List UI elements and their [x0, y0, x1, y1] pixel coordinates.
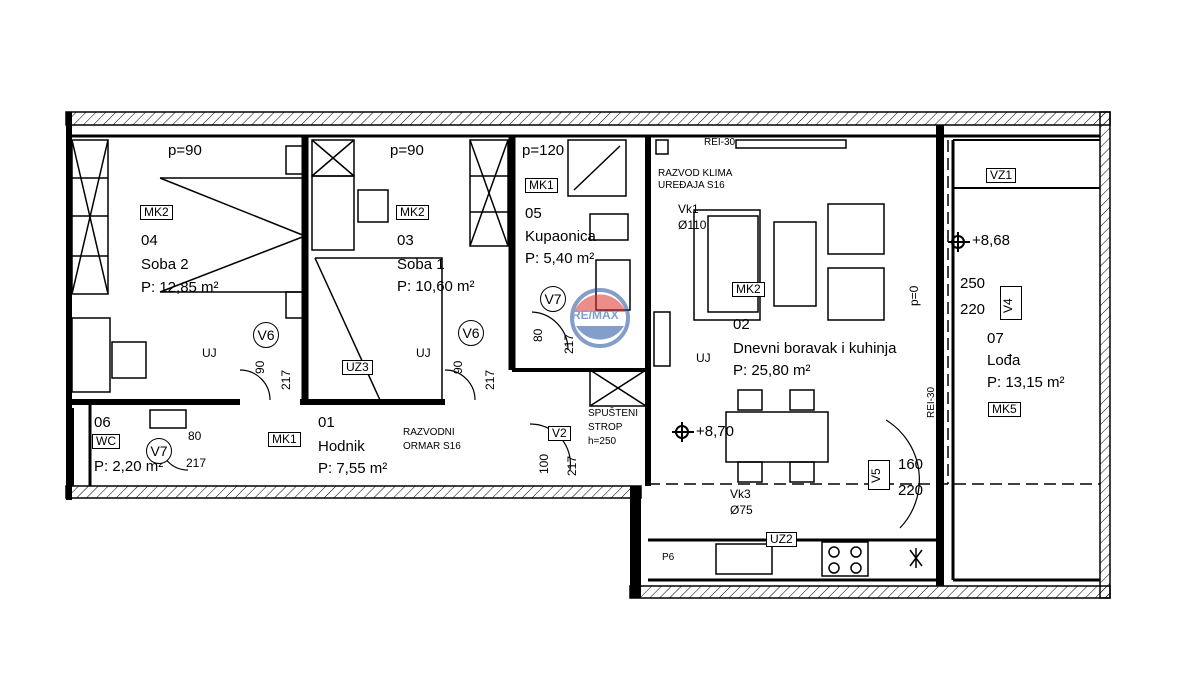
note-vk3: Vk3: [730, 487, 751, 501]
outer-walls: [65, 111, 1111, 599]
desks: [71, 145, 389, 393]
dim-217-soba2: 217: [279, 369, 293, 390]
door-mark-v6-soba2: V6: [253, 322, 279, 348]
dnevni-num: 02: [733, 316, 750, 333]
door-mark-uz3: UZ3: [342, 360, 373, 375]
dim-80-kupaonica: 80: [531, 328, 545, 342]
wc-code: WC: [92, 434, 120, 449]
lodja-area: P: 13,15 m²: [987, 374, 1065, 391]
dim-217-soba1: 217: [483, 369, 497, 390]
door-mark-v7-kupaonica: V7: [540, 286, 566, 312]
kupaonica-code: MK1: [525, 178, 558, 193]
window-mark-v2: V2: [548, 426, 571, 441]
soba2-num: 04: [141, 232, 158, 249]
soba1-name: Soba 1: [397, 256, 445, 273]
kupaonica-name: Kupaonica: [525, 228, 596, 245]
soba1-num: 03: [397, 232, 414, 249]
note-spusteni: SPUŠTENI: [588, 408, 639, 419]
soba1-code: MK2: [396, 205, 429, 220]
dim-217-v2: 217: [565, 455, 579, 476]
dim-100-v2: 100: [537, 453, 551, 474]
dnevni-code: MK2: [732, 282, 765, 297]
note-vk3-diameter: Ø75: [730, 503, 753, 517]
kupaonica-num: 05: [525, 205, 542, 222]
window-mark-v5: V5: [868, 460, 890, 490]
dim-250: 250: [960, 275, 986, 292]
dim-80-wc: 80: [188, 429, 202, 443]
dnevni-area: P: 25,80 m²: [733, 362, 811, 379]
hodnik-name: Hodnik: [318, 438, 365, 455]
level-markers: [672, 232, 970, 442]
lodja-code: MK5: [988, 402, 1021, 417]
door-mark-v7-wc: V7: [146, 438, 172, 464]
rei30-side: REI-30: [926, 386, 937, 418]
dim-220-v5: 220: [898, 482, 924, 499]
window-mark-v4: V4: [1000, 286, 1022, 320]
hodnik-code: MK1: [268, 432, 301, 447]
door-mark-v6-soba1: V6: [458, 320, 484, 346]
wc-num: 06: [94, 414, 111, 431]
uj-label-soba1: UJ: [416, 346, 431, 360]
note-strop: STROP: [588, 422, 623, 433]
v4-text: V4: [1001, 298, 1015, 313]
dim-p90-soba1: p=90: [390, 142, 424, 159]
dnevni-name: Dnevni boravak i kuhinja: [733, 340, 897, 357]
lodja-name: Lođa: [987, 352, 1021, 369]
hodnik-area: P: 7,55 m²: [318, 460, 388, 477]
kitchen-counter: [715, 541, 923, 577]
note-h250: h=250: [588, 436, 617, 447]
level-868: +8,68: [972, 232, 1010, 249]
note-razvod-klima: RAZVOD KLIMA: [658, 168, 733, 179]
wc-area: P: 2,20 m²: [94, 458, 164, 475]
dim-220-v4: 220: [960, 301, 986, 318]
wardrobes: [71, 139, 509, 295]
level-870: +8,70: [696, 423, 734, 440]
p6-label: P6: [662, 552, 675, 563]
dim-217-kupaonica: 217: [562, 333, 576, 354]
note-vk1: Vk1: [678, 202, 699, 216]
dim-90-soba1: 90: [451, 360, 465, 374]
note-uredaja: UREĐAJA S16: [658, 180, 725, 191]
dim-160: 160: [898, 456, 924, 473]
dim-p90-soba2: p=90: [168, 142, 202, 159]
lodja-num: 07: [987, 330, 1004, 347]
dim-217-wc: 217: [186, 456, 207, 470]
watermark-text: RE/MAX: [572, 308, 619, 322]
rei30-top: REI-30: [704, 137, 736, 148]
dim-90-soba2: 90: [253, 360, 267, 374]
soba2-name: Soba 2: [141, 256, 189, 273]
soba2-code: MK2: [140, 205, 173, 220]
beds: [159, 177, 443, 401]
bathroom-fixtures: [149, 139, 647, 429]
dim-p120: p=120: [522, 142, 565, 159]
soba1-area: P: 10,60 m²: [397, 278, 475, 295]
kupaonica-area: P: 5,40 m²: [525, 250, 595, 267]
dim-p0: p=0: [907, 285, 921, 306]
note-ormar: ORMAR S16: [403, 441, 461, 452]
note-razvodni: RAZVODNI: [403, 427, 455, 438]
window-mark-vz1: VZ1: [986, 168, 1017, 183]
v5-text: V5: [869, 468, 883, 483]
uj-label-soba2: UJ: [202, 346, 217, 360]
remax-watermark-logo: RE/MAX: [560, 278, 640, 358]
door-mark-uz2: UZ2: [766, 532, 797, 547]
soba2-area: P: 12,85 m²: [141, 279, 219, 296]
uj-label-dnevni: UJ: [696, 351, 711, 365]
hodnik-num: 01: [318, 414, 335, 431]
living-furniture: [653, 139, 885, 483]
note-vk1-diameter: Ø110: [678, 218, 707, 232]
